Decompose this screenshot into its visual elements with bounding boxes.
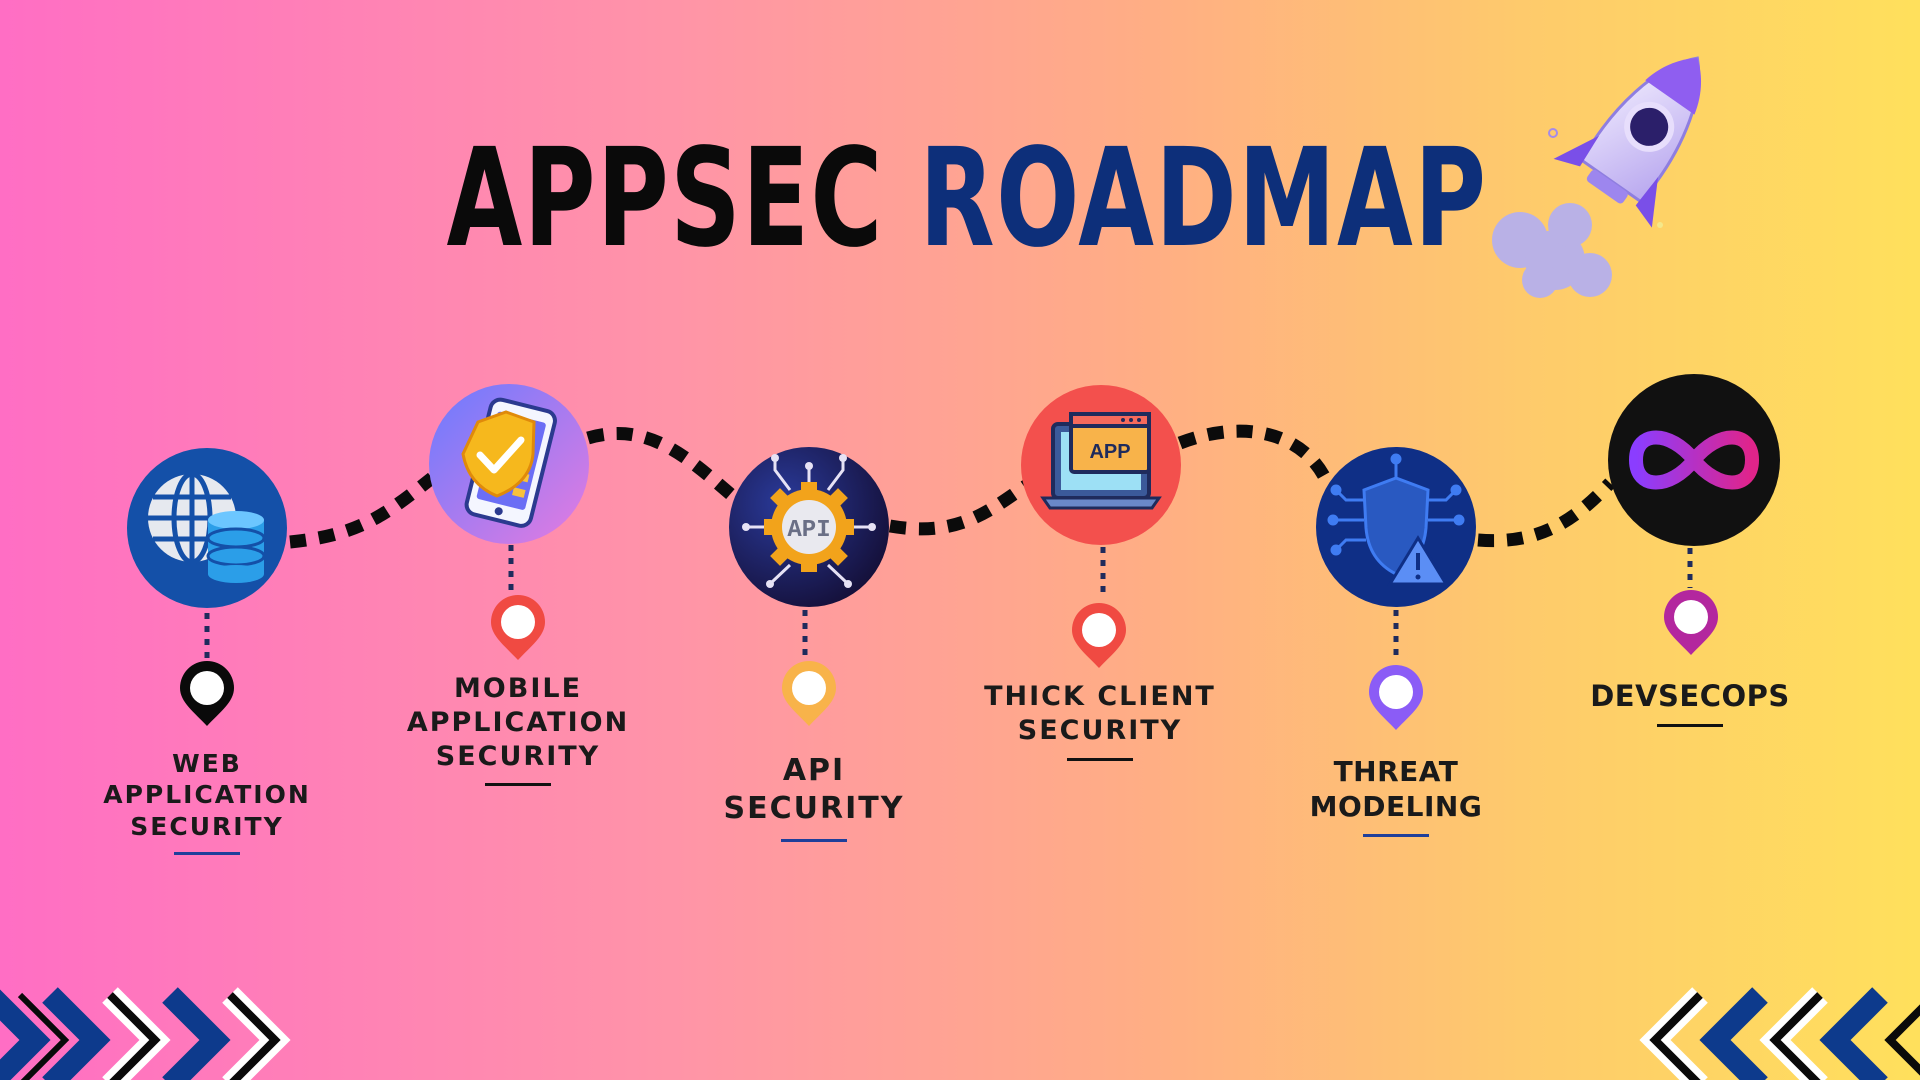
location-pin-icon xyxy=(180,661,234,726)
label-line: APPLICATION xyxy=(406,706,630,738)
infinity-icon xyxy=(1628,430,1760,490)
label-underline xyxy=(174,851,240,855)
label-line: APPLICATION xyxy=(103,780,311,810)
step-thick-client-security: APP xyxy=(1021,385,1181,668)
label-mobile-application-security: MOBILE APPLICATION SECURITY xyxy=(393,672,643,787)
title-word-roadmap: ROADMAP xyxy=(919,120,1488,278)
label-underline xyxy=(1657,724,1723,728)
label-line: THREAT xyxy=(1333,755,1459,788)
label-underline xyxy=(485,783,551,787)
label-line: SECURITY xyxy=(130,811,284,841)
chevron-decoration-left xyxy=(0,987,291,1080)
label-devsecops: DEVSECOPS xyxy=(1565,678,1815,728)
label-line: DEVSECOPS xyxy=(1590,679,1790,713)
label-line: SECURITY xyxy=(1017,714,1183,746)
rocket-icon xyxy=(1492,56,1702,298)
label-line: API xyxy=(782,753,846,788)
label-line: WEB xyxy=(172,749,242,778)
shield-check-icon xyxy=(461,410,536,498)
step-web-application-security xyxy=(127,448,287,726)
label-threat-modeling: THREAT MODELING xyxy=(1276,754,1516,837)
location-pin-icon xyxy=(782,661,836,726)
label-line: THICK CLIENT xyxy=(984,681,1216,712)
title-word-appsec: APPSEC xyxy=(446,120,884,278)
shield-warning-icon xyxy=(1327,453,1465,586)
label-underline xyxy=(1067,757,1133,761)
step-devsecops xyxy=(1608,374,1780,655)
location-pin-icon xyxy=(491,595,545,660)
label-thick-client-security: THICK CLIENT SECURITY xyxy=(965,680,1235,761)
svg-text:APP: APP xyxy=(1089,441,1130,463)
label-web-application-security: WEB APPLICATION SECURITY xyxy=(82,748,332,855)
page-title: APPSEC ROADMAP xyxy=(276,120,1658,278)
svg-text:API: API xyxy=(787,517,830,544)
laptop-app-icon: APP xyxy=(1040,412,1162,510)
label-underline xyxy=(781,838,847,842)
api-gear-icon: API xyxy=(742,454,876,588)
step-mobile-application-security xyxy=(429,384,589,660)
step-api-security: API xyxy=(729,447,889,726)
label-line: MODELING xyxy=(1309,790,1483,823)
step-threat-modeling xyxy=(1316,447,1476,730)
label-line: MOBILE xyxy=(453,673,583,704)
label-underline xyxy=(1363,834,1429,837)
label-line: SECURITY xyxy=(723,791,905,827)
chevron-decoration-right xyxy=(1639,987,1920,1080)
location-pin-icon xyxy=(1664,590,1718,655)
label-api-security: API SECURITY xyxy=(694,752,934,842)
location-pin-icon xyxy=(1072,603,1126,668)
location-pin-icon xyxy=(1369,665,1423,730)
label-line: SECURITY xyxy=(435,740,601,772)
globe-database-icon xyxy=(148,471,266,583)
